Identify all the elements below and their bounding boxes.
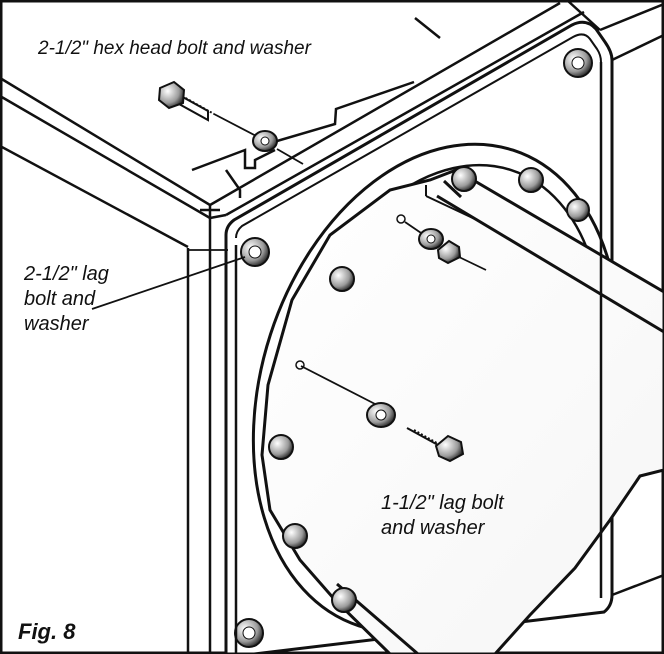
flange-bolt bbox=[451, 166, 477, 192]
hex-head-bolt-label-text: 2-1/2" hex head bolt and washer bbox=[38, 38, 311, 59]
flange-bolt bbox=[282, 523, 308, 549]
duct-seam bbox=[425, 185, 478, 221]
flange-bolt bbox=[268, 434, 294, 460]
flange-bolts bbox=[268, 166, 590, 613]
lag-bolt-small-label-line2: and washer bbox=[381, 517, 485, 539]
lag-bolt-large-label-line3: washer bbox=[24, 313, 89, 335]
flange-bolt bbox=[566, 198, 590, 222]
plate-corners bbox=[224, 62, 603, 654]
exploded-hex-head-bolt bbox=[157, 80, 304, 165]
lag-bolt-small-label-line1: 1-1/2" lag bolt bbox=[381, 492, 504, 514]
lag-bolt-large-label-line1: 2-1/2" lag bbox=[24, 263, 109, 285]
flange-bolt bbox=[518, 167, 544, 193]
plate-bolt bbox=[563, 48, 593, 78]
lag-bolt-small-label: 1-1/2" lag bolt and washer bbox=[381, 491, 504, 541]
flange-bolt bbox=[331, 587, 357, 613]
flange-bolt bbox=[396, 214, 406, 224]
flange-bolt bbox=[329, 266, 355, 292]
plate-bolt bbox=[234, 618, 264, 648]
plate-bolts bbox=[234, 48, 593, 648]
lower-lag-bolt-and-washer bbox=[300, 365, 465, 463]
figure-title: Fig. 8 bbox=[18, 619, 76, 644]
leader-lines bbox=[91, 249, 246, 310]
lag-bolt-large-label-line2: bolt and bbox=[24, 288, 96, 310]
hex-head-bolt-label: 2-1/2" hex head bolt and washer bbox=[38, 37, 311, 61]
upper-bolt-and-washer bbox=[404, 221, 487, 271]
lag-bolt-large-label: 2-1/2" lag bolt and washer bbox=[24, 262, 109, 337]
plate-bolt bbox=[240, 237, 270, 267]
